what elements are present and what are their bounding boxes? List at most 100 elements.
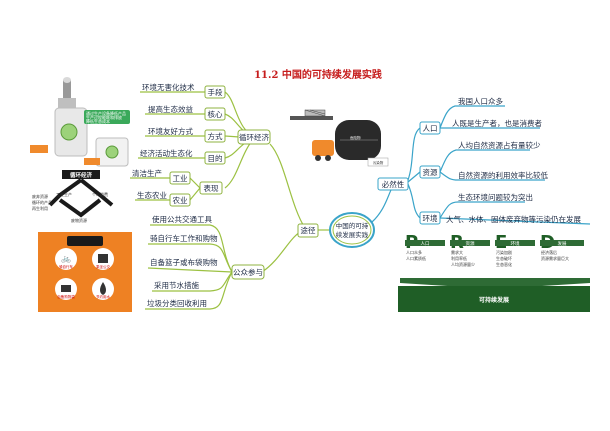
machine-illustration: 通过生产设备降低产品 生产过程能耗和排放 降低生态成本 xyxy=(30,77,130,167)
pred-result-bar xyxy=(398,286,590,312)
pred-header-d: 发展 xyxy=(558,240,567,247)
shouduan-box xyxy=(204,85,226,99)
page-title: 11.2 中国的可持续发展实践 xyxy=(254,68,382,81)
bus-icon xyxy=(67,236,103,246)
pred-arrow-head xyxy=(400,278,590,289)
gongzhong-item-3: 自备篮子或布袋购物 xyxy=(150,257,218,267)
renkou-label: 人口 xyxy=(423,124,438,133)
diagram-title: 循环经济 xyxy=(70,171,93,179)
icon-circle-1 xyxy=(55,248,77,270)
wheel-1 xyxy=(315,155,321,161)
fangshi-label: 方式 xyxy=(208,131,223,141)
pollution-illustration: 危险物 污染物 xyxy=(290,109,389,167)
pred-e-1: 污染加剧 xyxy=(496,249,512,255)
biranxing-label: 必然性 xyxy=(382,179,405,189)
renkou-box xyxy=(419,121,441,135)
renkou-item-1: 我国人口众多 xyxy=(458,96,503,106)
connector xyxy=(439,201,525,219)
connector xyxy=(152,271,233,292)
huanjing-item-1: 生态环境问题较为突出 xyxy=(458,192,533,202)
xunhuan-box xyxy=(237,129,271,145)
pred-d-2: 资源需求量巨大 xyxy=(541,255,569,261)
pred-header-e: 环境 xyxy=(511,240,520,247)
connector xyxy=(189,187,201,201)
pred-header-r: 资源 xyxy=(466,240,475,247)
connector xyxy=(439,105,505,129)
mudi-label: 目的 xyxy=(208,153,223,163)
tujing-box xyxy=(297,223,319,238)
bicycle-icon: 🚲 xyxy=(61,254,71,263)
machine-caption-2: 生产过程能耗和排放 xyxy=(86,114,122,120)
diagram-title-bg xyxy=(62,170,100,179)
fangshi-detail: 环境友好方式 xyxy=(148,126,193,136)
truck-1 xyxy=(30,145,48,153)
huanjing-item-2: 大气、水体、固体废弃物等污染仍在发展 xyxy=(446,214,581,224)
gongzhong-item-5: 垃圾分类回收利用 xyxy=(147,298,207,308)
renkou-item-2: 人既是生产者，也是消费者 xyxy=(452,118,542,128)
diagram-arrows xyxy=(48,178,114,218)
label-2: 乘坐公交 xyxy=(96,264,110,269)
truck-2 xyxy=(84,158,100,165)
bin-icon xyxy=(98,254,108,263)
ziyuan-box xyxy=(419,165,441,179)
connector xyxy=(371,187,393,223)
pred-r-3: 人均资源量少 xyxy=(451,261,475,267)
machine-caption-bg xyxy=(84,110,130,124)
pred-header-p-bg xyxy=(405,240,445,246)
huanjing-label: 环境 xyxy=(423,213,438,223)
machine-badge xyxy=(60,123,78,141)
nongye-box xyxy=(169,193,191,207)
pred-header-p: 人口 xyxy=(421,241,430,247)
green-travel-panel: 🚲 骑自行车 乘坐公交 自备购物袋 节约用水 xyxy=(38,232,132,312)
connector xyxy=(189,177,201,189)
tag-bg xyxy=(367,157,389,167)
diagram-left-2: 循环的产品 xyxy=(32,199,52,205)
gongye-detail: 清洁生产 xyxy=(132,168,162,178)
tag-label: 污染物 xyxy=(373,160,384,165)
shouduan-detail: 环境无害化技术 xyxy=(142,82,195,92)
machine-caption-1: 通过生产设备降低产品 xyxy=(86,110,126,116)
biranxing-box xyxy=(377,177,409,191)
pred-header-d-bg xyxy=(540,240,584,246)
pred-p-2: 人口素质低 xyxy=(406,255,426,261)
huanjing-box xyxy=(419,211,441,225)
gongzhong-item-4: 采用节水措施 xyxy=(154,280,199,290)
pred-diagram: P 人口 人口众多 人口素质低 R 资源 需求大 利用率低 人均资源量少 E 环… xyxy=(398,228,590,312)
gongye-label: 工业 xyxy=(173,173,188,183)
connector xyxy=(147,267,233,273)
circular-economy-diagram: 循环经济 工业生产 个人消费 废物资源 废弃资源 循环的产品 再生利用 xyxy=(32,170,114,223)
basket-icon xyxy=(61,285,71,292)
nongye-detail: 生态农业 xyxy=(137,190,167,200)
xunhuan-label: 循环经济 xyxy=(239,132,269,142)
diagram-left-1: 废弃资源 xyxy=(32,193,48,199)
connector xyxy=(439,217,591,225)
barrier-stripes xyxy=(304,109,326,117)
connector xyxy=(407,171,421,183)
center-node xyxy=(329,212,375,248)
chimney xyxy=(63,80,71,98)
center-line-1: 中国的可持 xyxy=(336,221,369,230)
ziyuan-item-2: 自然资源的利用效率比较低 xyxy=(458,170,548,180)
gongzhong-item-2: 骑自行车工作和购物 xyxy=(150,233,218,243)
gongzhong-box xyxy=(231,264,265,280)
connector xyxy=(407,127,421,181)
machine-orange xyxy=(312,140,334,156)
connector xyxy=(148,243,233,273)
gongye-box xyxy=(169,171,191,185)
center-ring xyxy=(332,215,372,245)
pred-p-1: 人口众多 xyxy=(406,249,422,255)
wheel-2 xyxy=(325,155,331,161)
hexin-box xyxy=(204,107,226,121)
connector xyxy=(145,271,233,310)
connector xyxy=(261,231,301,273)
pred-r-2: 利用率低 xyxy=(451,255,467,261)
connector xyxy=(439,149,530,173)
nongye-label: 农业 xyxy=(173,195,188,205)
pred-header-r-bg xyxy=(450,240,490,246)
pred-frame xyxy=(398,228,590,280)
diagram-node-1: 工业生产 xyxy=(56,191,72,197)
pred-e-2: 生态破坏 xyxy=(496,255,512,261)
water-drop-icon xyxy=(100,282,106,295)
fangshi-box xyxy=(204,129,226,143)
